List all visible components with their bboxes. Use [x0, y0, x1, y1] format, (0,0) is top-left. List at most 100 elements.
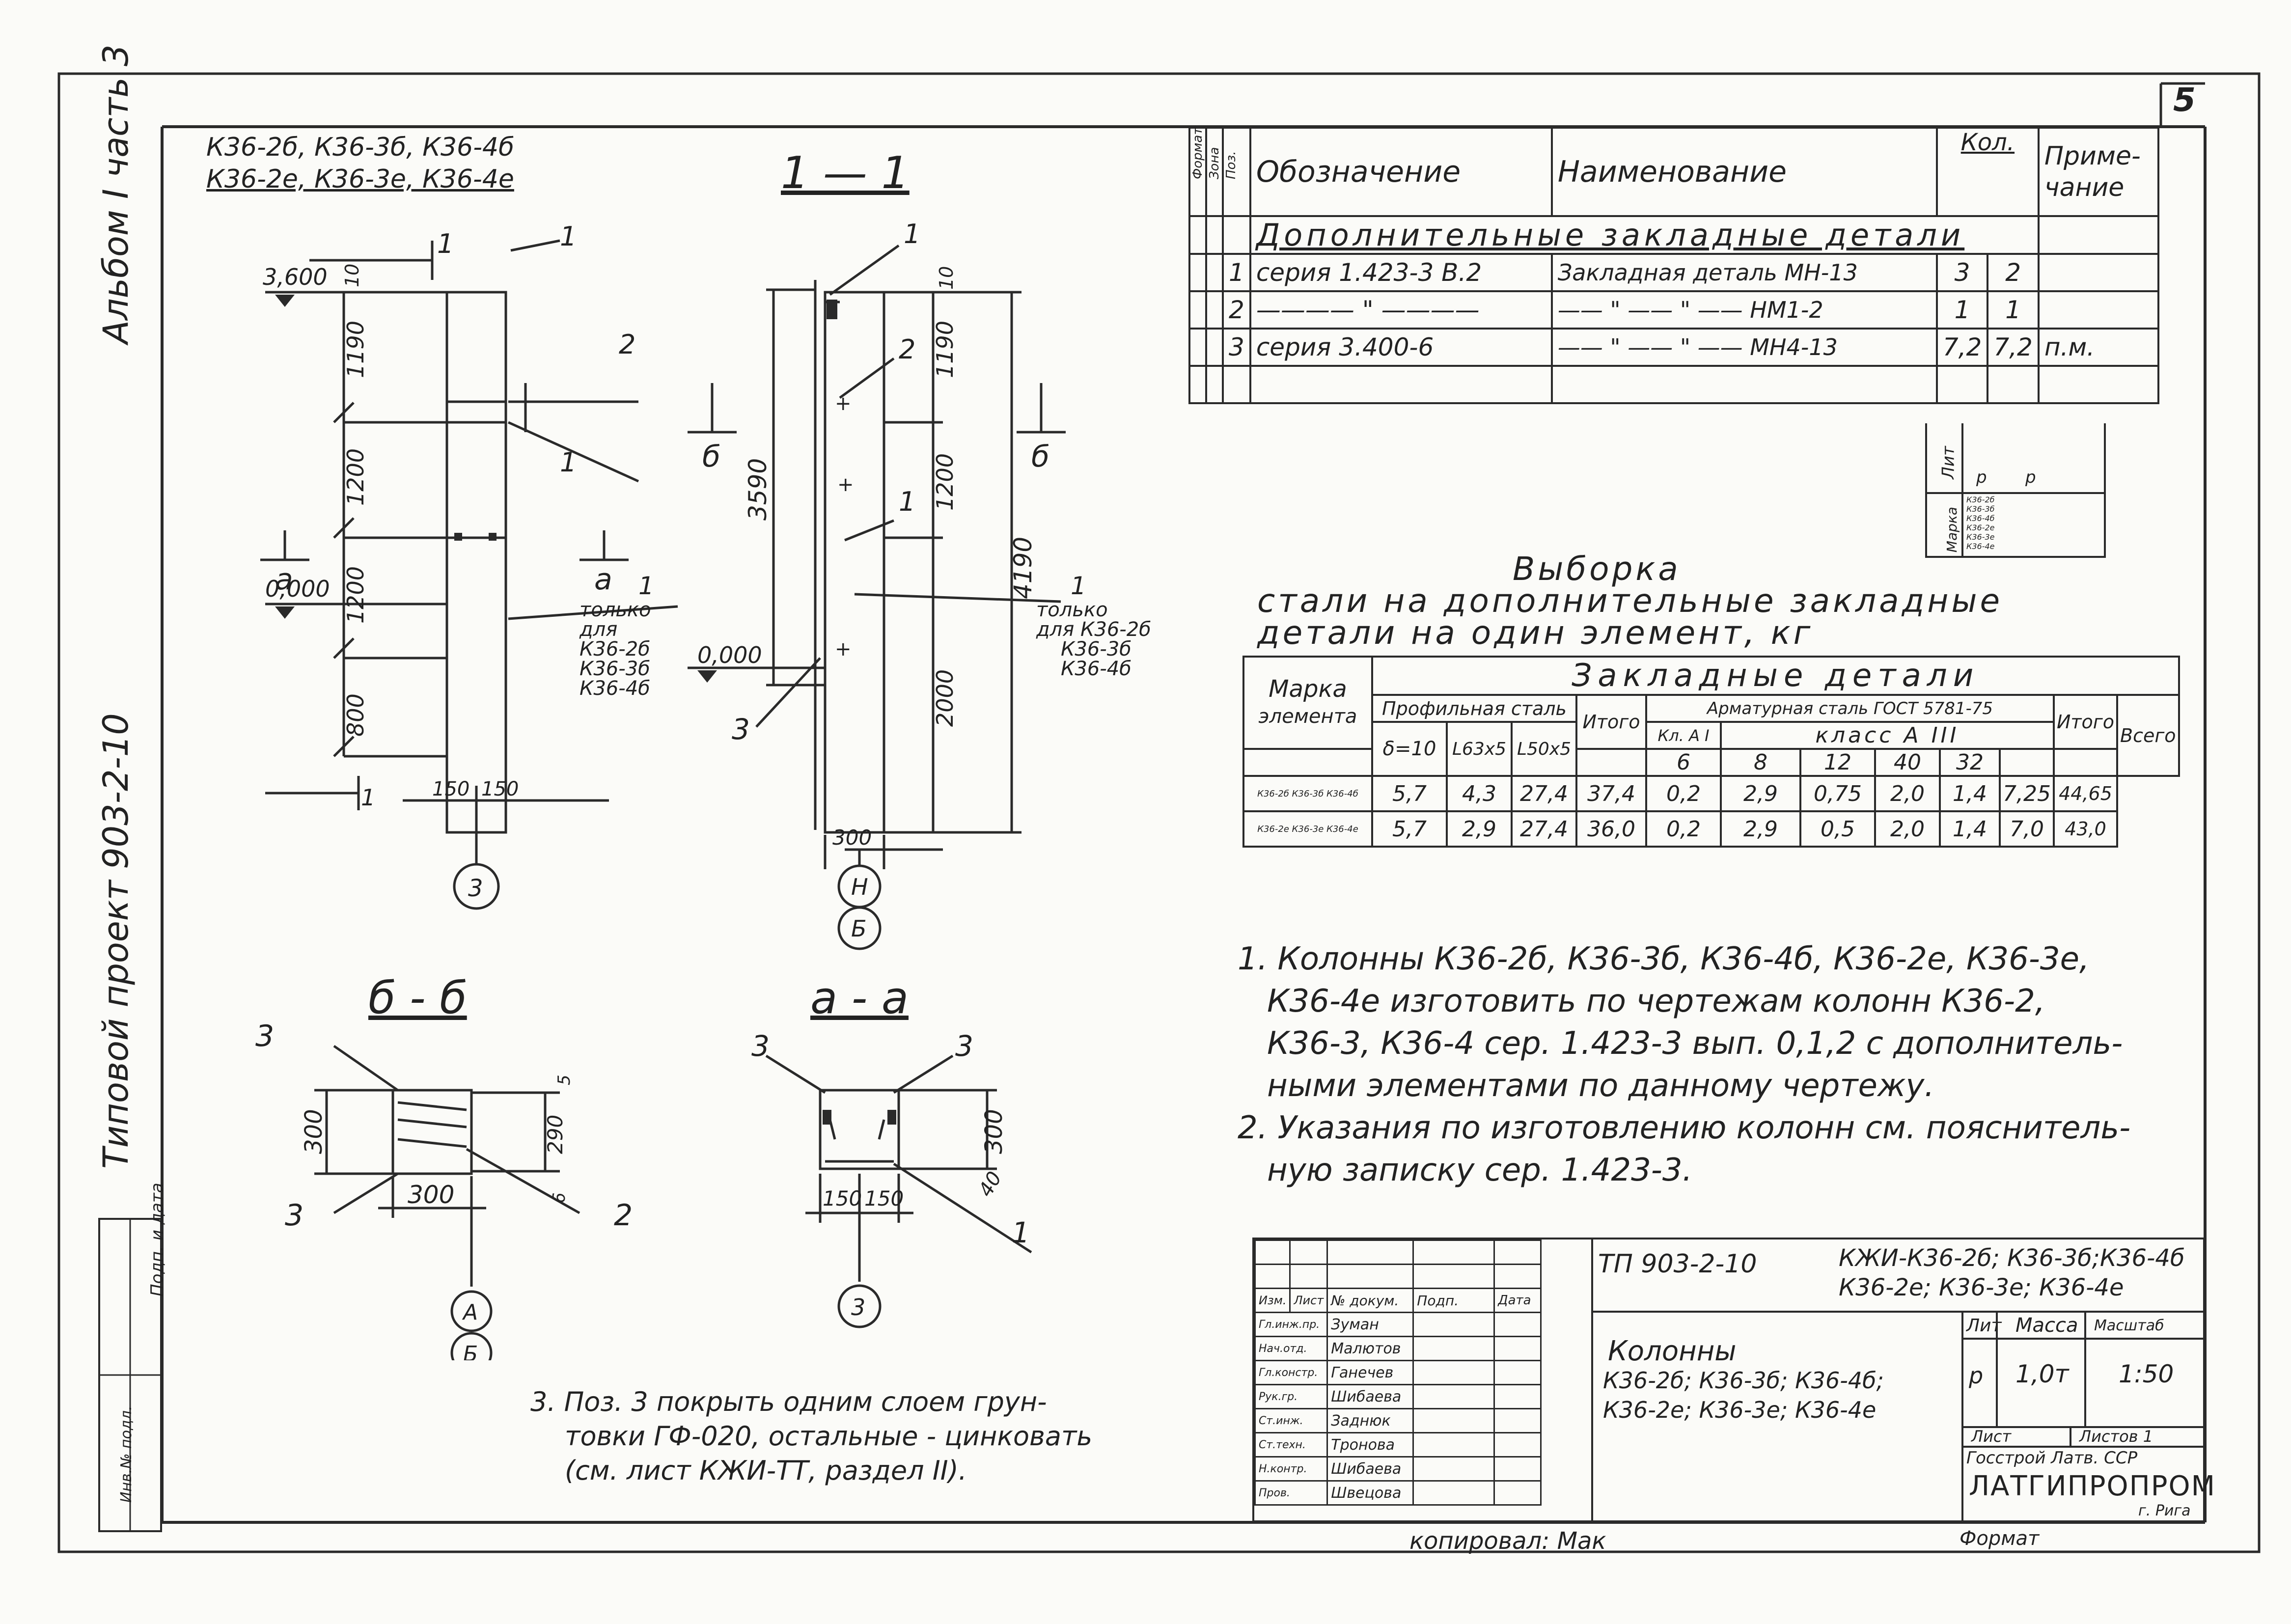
sel-r1-v6: 0,75 — [1799, 775, 1876, 812]
side-stamp-2: Инв.№ подл. — [118, 1405, 135, 1503]
note3-line: товки ГФ-020, остальные - цинковать — [565, 1421, 1093, 1452]
spec-r4-c2 — [1205, 365, 1224, 404]
sel-h-d8: 8 — [1720, 748, 1801, 777]
spec-r4-c5 — [1550, 365, 1938, 404]
elev-cut-mark-top: 1 — [437, 228, 454, 259]
tb-staff-date — [1493, 1336, 1542, 1361]
sel-h-group: Закладные детали — [1371, 656, 2180, 696]
s11-pos1b: 1 — [899, 486, 915, 517]
section-title-b-b: б - б — [368, 972, 467, 1024]
sel-r1-v5: 2,9 — [1720, 775, 1801, 812]
tb-item-name-2: К36-2б; К36-3б; К36-4б; — [1603, 1367, 1884, 1394]
spec-row: 2 ———— " ———— —— " —— " —— НМ1-2 1 1 — [1188, 290, 2159, 330]
note-line: 1. Колонны К36-2б, К36-3б, К36-4б, К36-2… — [1238, 941, 2090, 977]
tb-staff-row: Н.контр.Шибаева — [1254, 1456, 1542, 1482]
sel-r1-v2: 27,4 — [1511, 775, 1577, 812]
bb-pos3a: 3 — [255, 1019, 274, 1053]
tb-g-5 — [1493, 1239, 1542, 1265]
tb-staff-role: Рук.гр. — [1254, 1384, 1328, 1409]
tb-staff-sign — [1412, 1360, 1495, 1385]
spec-r1-pos: 1 — [1222, 253, 1251, 292]
spec-r2-q2: 1 — [1987, 290, 2040, 330]
tb-staff-date — [1493, 1408, 1542, 1433]
spec-row: 1 серия 1.423-3 В.2 Закладная деталь МН-… — [1188, 253, 2159, 292]
sel-r2-v3: 36,0 — [1575, 810, 1647, 848]
tb-staff-name: Зуман — [1326, 1312, 1414, 1337]
note3-line: (см. лист КЖИ-ТТ, раздел II). — [565, 1455, 967, 1486]
s11-note-m3: К36-4б — [1061, 658, 1132, 680]
spec-r1-name: Закладная деталь МН-13 — [1550, 253, 1938, 292]
elev-dim-150b: 150 — [481, 778, 519, 800]
s11-dim-10: 10 — [936, 266, 957, 290]
spec-h-pos: Поз. — [1222, 127, 1251, 217]
tb-staff-name: Тронова — [1326, 1432, 1414, 1458]
sel-h-class-a1: Кл. А I — [1645, 721, 1722, 750]
tb-staff-role: Ст.инж. — [1254, 1408, 1328, 1433]
s11-pos2: 2 — [899, 334, 915, 365]
sel-h-mark-spacer — [1242, 749, 1373, 777]
spec-r2-designation: ———— " ———— — [1249, 290, 1553, 330]
s11-pos1: 1 — [904, 219, 920, 249]
selection-title-3: детали на один элемент, кг — [1257, 614, 1814, 652]
tb-lit: р — [1969, 1362, 1984, 1389]
s11-note-for: для К36-2б — [1036, 618, 1151, 641]
spec-r4-c6 — [1935, 365, 1989, 404]
sel-h-itogo2-spacer — [2052, 748, 2119, 777]
tb-head: Дата — [1493, 1288, 1542, 1313]
tb-g-2 — [1289, 1239, 1328, 1265]
bb-pos2: 2 — [614, 1198, 633, 1233]
spec-row: 3 серия 3.400-6 —— " —— " —— МН4-13 7,2 … — [1188, 328, 2159, 367]
sel-h-itogo: Итого — [1575, 694, 1647, 750]
sel-h-mark: Марка элемента — [1242, 656, 1373, 750]
marks-label: Марка — [1944, 506, 1960, 553]
sel-h-d32: 32 — [1939, 748, 2001, 777]
elev-dim-1190: 1190 — [342, 321, 369, 378]
tb-hdivider-2 — [1961, 1338, 2205, 1340]
tb-vdivider-2 — [1961, 1311, 1963, 1522]
spec-r1-q2: 2 — [1987, 253, 2040, 292]
spec-h-note: Приме-чание — [2037, 127, 2159, 217]
tb-sheets-label: Листов 1 — [2079, 1427, 2153, 1446]
spec-r3-note: п.м. — [2037, 328, 2159, 367]
elev-note-for: для — [579, 618, 617, 641]
mark-item: К36-2б — [1966, 495, 1995, 504]
s11-sec-b-left: б — [702, 440, 720, 474]
elev-cut-mark-bottom: 1 — [361, 784, 375, 811]
tb-head: № докум. — [1326, 1288, 1414, 1313]
spec-r4-c3 — [1222, 365, 1251, 404]
tb-g-1 — [1254, 1239, 1291, 1265]
tb-staff-date — [1493, 1480, 1542, 1506]
aa-dim-150b: 150 — [864, 1186, 904, 1211]
selection-title-2: стали на дополнительные закладные — [1257, 582, 2003, 620]
bb-axis-top: А — [462, 1300, 478, 1325]
sel-r1-v0: 5,7 — [1371, 775, 1448, 812]
sel-r1-v8: 1,4 — [1939, 775, 2001, 812]
s11-note-m2: К36-3б — [1061, 638, 1132, 661]
section-a-a-view: 300 40 150 150 3 3 1 3 — [751, 1029, 1032, 1328]
spec-r4-c8 — [2037, 365, 2159, 404]
spec-h-note-1: Приме- — [2044, 141, 2141, 171]
sel-r2-v5: 2,9 — [1720, 810, 1801, 848]
sel-h-sub3: L50х5 — [1511, 721, 1577, 777]
spec-r3-format — [1188, 328, 1207, 367]
elev-dim-1200b: 1200 — [342, 566, 369, 624]
spec-r4-c1 — [1188, 365, 1207, 404]
aa-pos1: 1 — [1012, 1216, 1030, 1249]
tb-staff-sign — [1412, 1456, 1495, 1482]
sel-h-rebar: Арматурная сталь ГОСТ 5781-75 — [1645, 694, 2055, 723]
section-title-a-a: а - а — [810, 972, 909, 1024]
tb-hdivider-4 — [1961, 1446, 2205, 1448]
aa-pos3a: 3 — [751, 1029, 770, 1063]
sel-row: К36-2б К36-3б К36-4б 5,7 4,3 27,4 37,4 0… — [1242, 775, 2179, 812]
sel-r1-v9: 7,25 — [1999, 775, 2055, 812]
tb-vdivider-3 — [1996, 1311, 1998, 1426]
spec-sec-c3 — [1222, 215, 1251, 255]
tb-vdivider-5 — [2070, 1426, 2071, 1446]
spec-r4-c4 — [1249, 365, 1553, 404]
spec-r2-q1: 1 — [1935, 290, 1989, 330]
mark-item: К36-3б — [1966, 504, 1995, 514]
elev-sec-a-right: а — [594, 562, 612, 597]
sel-h-itogo2: Итого — [2052, 694, 2119, 750]
tb-staff-role: Ст.техн. — [1254, 1432, 1328, 1458]
tb-hdivider-3 — [1961, 1426, 2205, 1428]
